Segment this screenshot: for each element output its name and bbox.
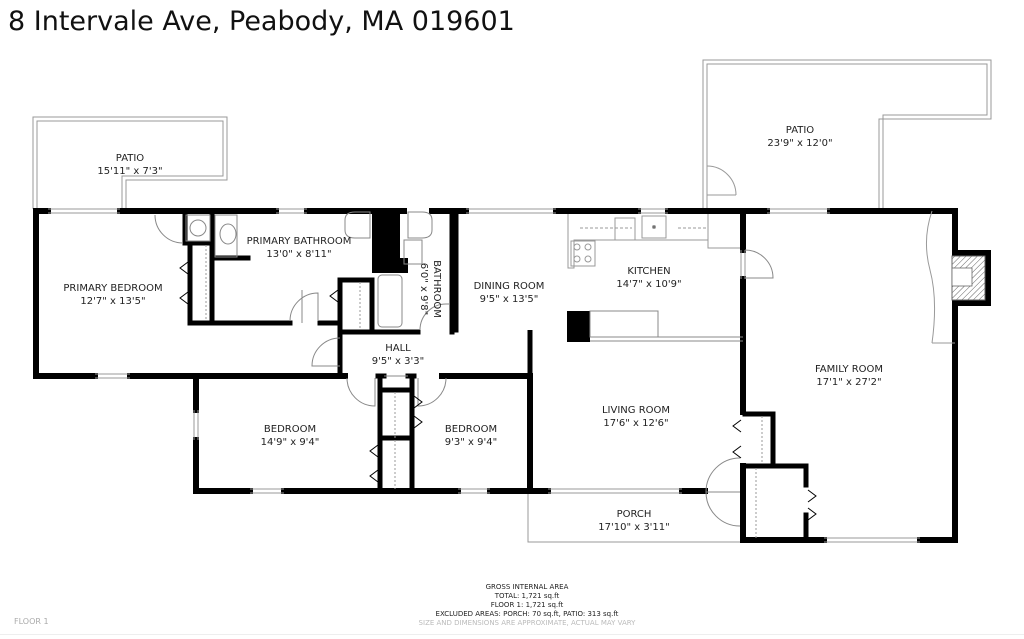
doors bbox=[154, 214, 774, 527]
bath-fixtures bbox=[185, 211, 433, 328]
room-label-patio-left: PATIO 15'11" x 7'3" bbox=[97, 153, 163, 177]
bottom-divider bbox=[0, 634, 1024, 635]
kitchen-island-dark bbox=[567, 311, 590, 342]
room-label-dining-room: DINING ROOM 9'5" x 13'5" bbox=[473, 281, 545, 305]
exterior-walls bbox=[33, 208, 991, 543]
room-label-hall: HALL 9'5" x 3'3" bbox=[371, 343, 425, 367]
page-title: 8 Intervale Ave, Peabody, MA 019601 bbox=[8, 6, 515, 37]
area-summary: GROSS INTERNAL AREA TOTAL: 1,721 sq.ft F… bbox=[419, 583, 636, 628]
floor-label: FLOOR 1 bbox=[14, 617, 49, 626]
patio-left-outline bbox=[32, 116, 228, 209]
room-label-bedroom-1: BEDROOM 14'9" x 9'4" bbox=[260, 424, 320, 448]
interior-walls bbox=[182, 208, 809, 543]
windows bbox=[48, 208, 920, 543]
area-disclaimer: SIZE AND DIMENSIONS ARE APPROXIMATE, ACT… bbox=[418, 619, 636, 627]
kitchen-counters bbox=[567, 214, 740, 269]
porch-outline bbox=[527, 494, 740, 543]
room-label-primary-bathroom: PRIMARY BATHROOM 13'0" x 8'11" bbox=[246, 236, 352, 260]
area-total: TOTAL: 1,721 sq.ft bbox=[494, 592, 560, 600]
room-label-porch: PORCH 17'10" x 3'11" bbox=[598, 509, 670, 533]
chimney-block bbox=[372, 209, 400, 273]
area-heading: GROSS INTERNAL AREA bbox=[485, 583, 569, 591]
area-excluded: EXCLUDED AREAS: PORCH: 70 sq.ft, PATIO: … bbox=[435, 610, 619, 618]
kitchen-island bbox=[589, 310, 659, 338]
area-floor1: FLOOR 1: 1,721 sq.ft bbox=[490, 601, 564, 609]
room-label-bedroom-2: BEDROOM 9'3" x 9'4" bbox=[444, 424, 498, 448]
room-label-patio-right: PATIO 23'9" x 12'0" bbox=[767, 125, 833, 149]
room-label-primary-bedroom: PRIMARY BEDROOM 12'7" x 13'5" bbox=[63, 283, 163, 307]
room-label-kitchen: KITCHEN 14'7" x 10'9" bbox=[616, 266, 682, 290]
room-label-family-room: FAMILY ROOM 17'1" x 27'2" bbox=[814, 364, 884, 388]
patio-right-outline bbox=[702, 59, 992, 209]
room-label-bathroom: BATHROOM 6'0" x 9'8" bbox=[418, 260, 442, 318]
room-label-living-room: LIVING ROOM 17'6" x 12'6" bbox=[601, 405, 671, 429]
closet-doors bbox=[179, 245, 817, 538]
